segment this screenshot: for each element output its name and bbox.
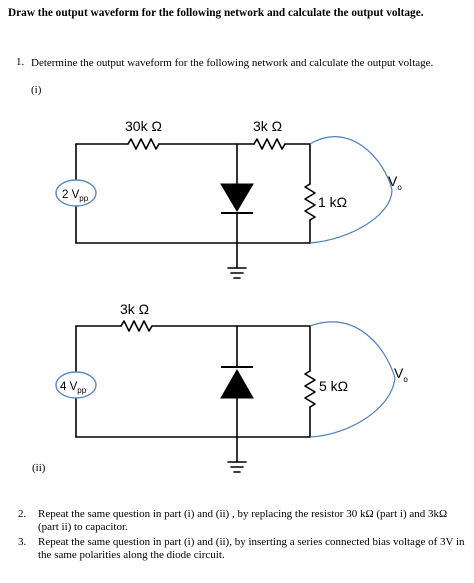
part-i-label: (i) [31,84,42,96]
page-heading: Draw the output waveform for the followi… [8,7,424,19]
c2-source-label: 4 Vpp [60,381,87,395]
list-item-text: Repeat the same question in part (i) and… [38,536,465,561]
c2-diode-icon [220,368,254,399]
c1-resistor-1k-label: 1 kΩ [318,194,347,210]
c1-output-curve [309,136,393,244]
part-ii-label: (ii) [32,462,46,474]
c2-output-label: Vo [394,365,408,384]
c1-source-icon [55,179,97,207]
c1-diode-icon [220,183,254,212]
c2-resistor-5k [304,370,316,408]
c1-output-label: Vo [388,173,402,192]
list-item-text: Repeat the same question in part (i) and… [38,508,448,533]
question-number: 1. [16,56,25,68]
c1-resistor-3k-label: 3k Ω [253,118,282,134]
c2-source-icon [55,371,97,399]
list-item-number: 3. [18,536,27,548]
c1-resistor-30k-label: 30k Ω [125,118,162,134]
question-text: Determine the output waveform for the fo… [31,57,434,69]
c1-resistor-30k [127,138,160,150]
c2-resistor-3k [120,320,153,332]
c2-output-curve [309,321,396,438]
c1-resistor-1k [304,183,316,221]
c2-resistor-3k-label: 3k Ω [120,301,149,317]
c2-resistor-5k-label: 5 kΩ [319,378,348,394]
list-item-number: 2. [18,508,27,520]
c1-resistor-3k [253,138,286,150]
c1-source-label: 2 Vpp [62,189,89,203]
